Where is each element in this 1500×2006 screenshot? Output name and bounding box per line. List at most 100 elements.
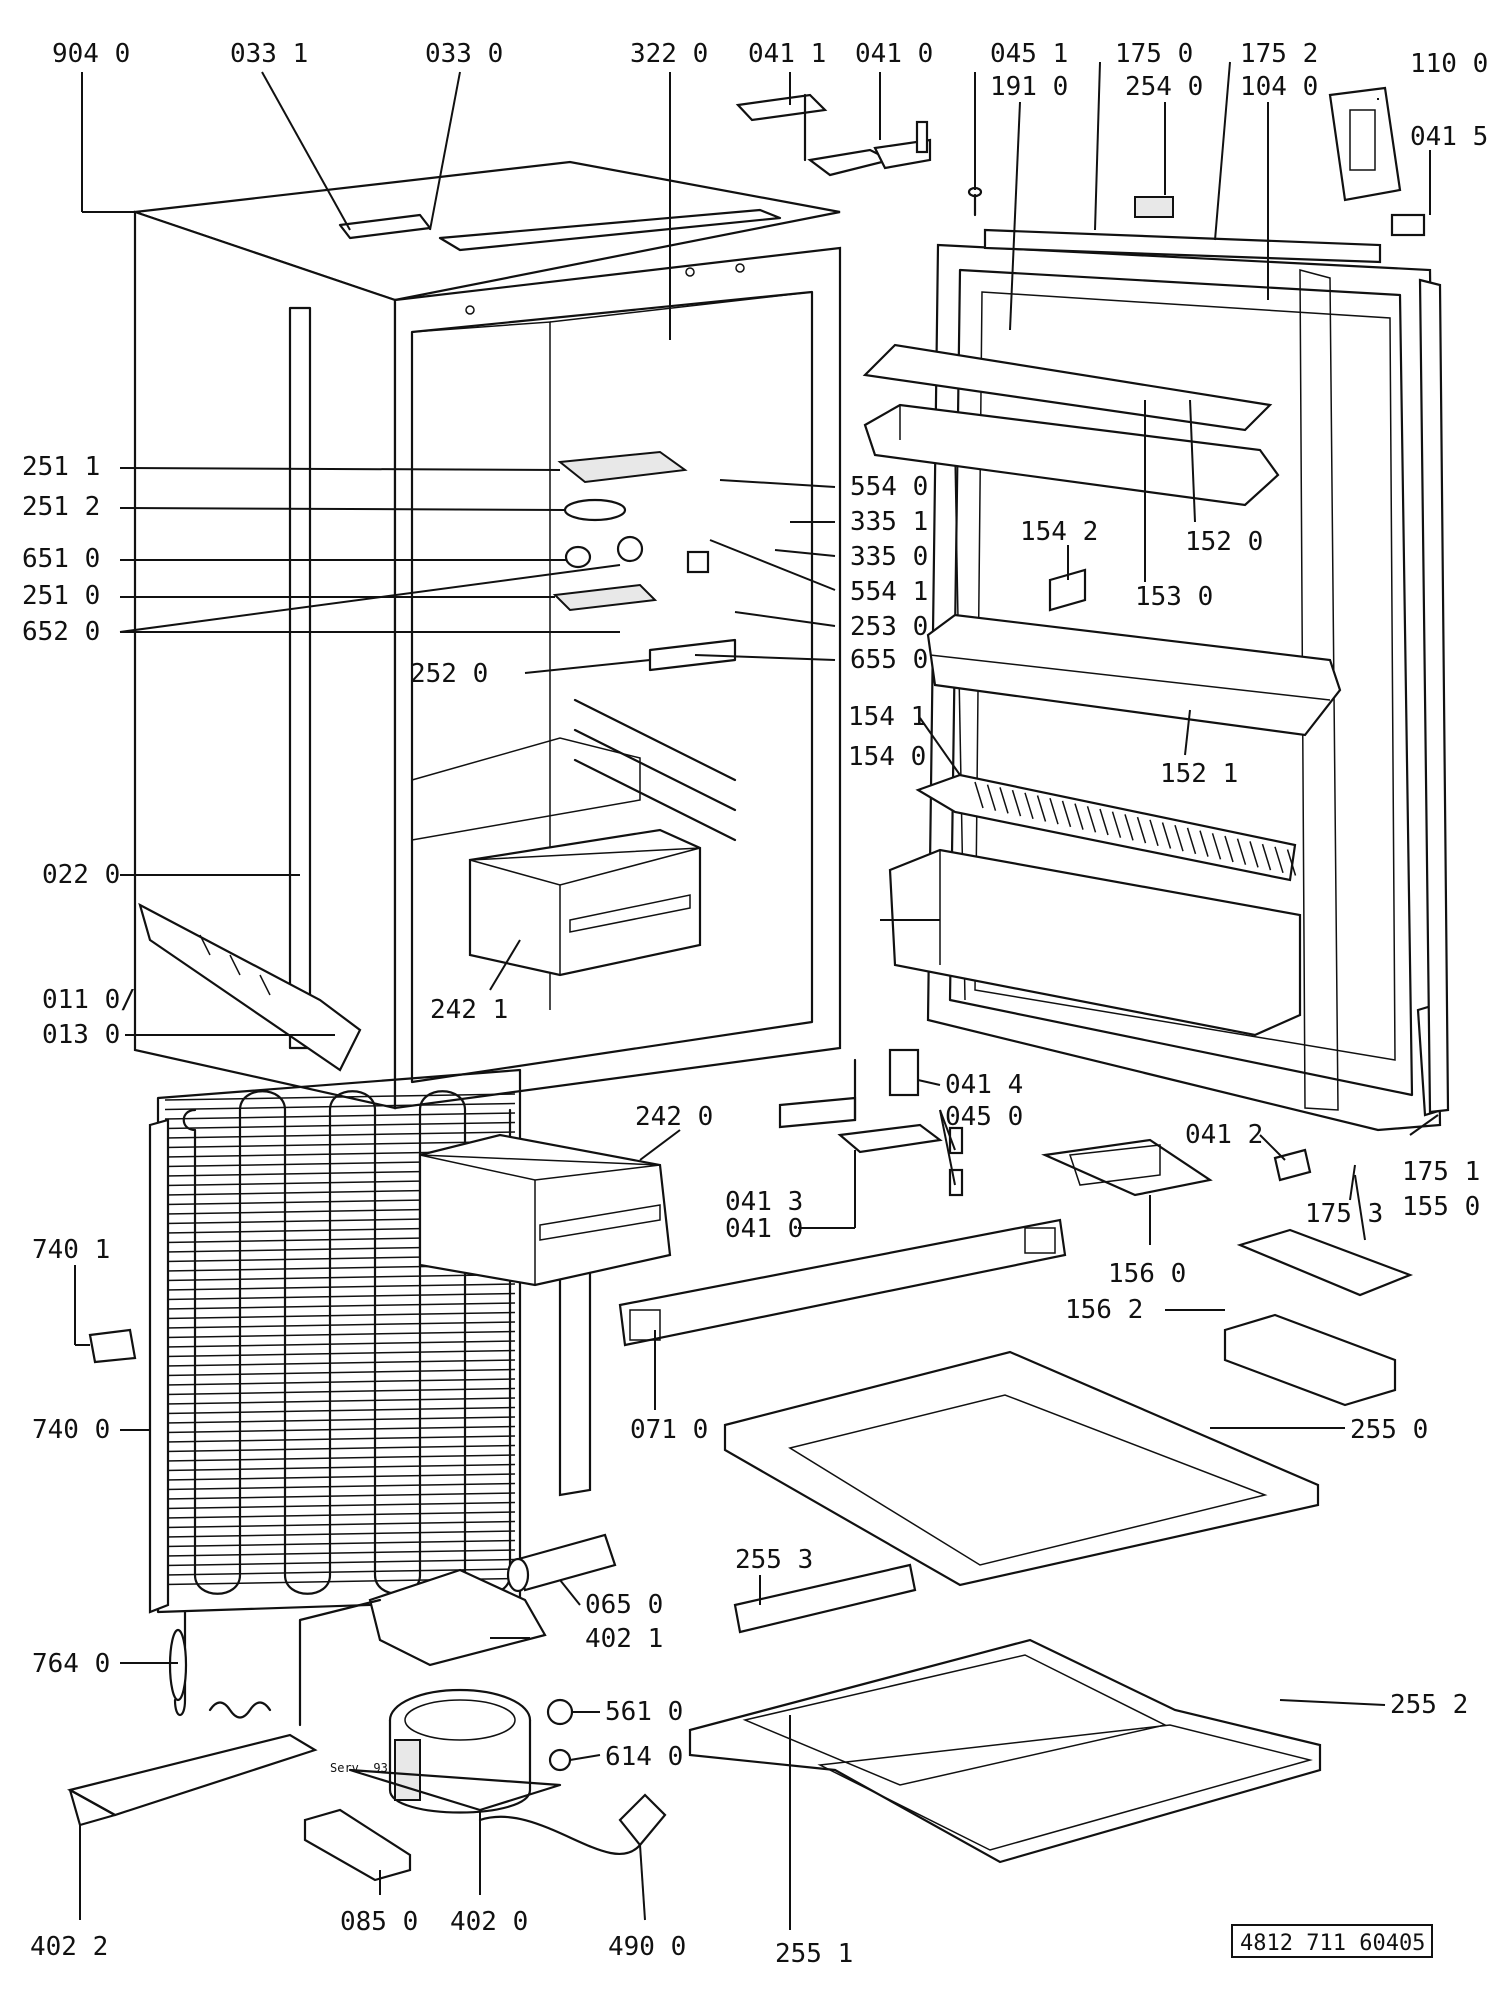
grate-bar <box>1186 827 1197 855</box>
label-045-1: 045 1 <box>990 39 1068 69</box>
label-191-0: 191 0 <box>990 72 1068 102</box>
condenser-fin <box>164 1330 516 1339</box>
condenser-fin <box>164 1292 516 1301</box>
condenser-fin <box>164 1102 516 1111</box>
label-655-0: 655 0 <box>850 645 928 675</box>
condenser-fin <box>164 1473 516 1481</box>
label-253-0: 253 0 <box>850 612 928 642</box>
label-013-0: 013 0 <box>42 1020 120 1050</box>
label-071-0: 071 0 <box>630 1415 708 1445</box>
grate-bar <box>1074 803 1084 830</box>
label-041-5: 041 5 <box>1410 122 1488 152</box>
part-labels: 904 0 033 1 033 0 322 0 041 1 041 0 045 … <box>22 39 1488 1969</box>
condenser-fin <box>164 1416 516 1424</box>
condenser-fin <box>164 1359 516 1367</box>
label-154-1: 154 1 <box>848 702 926 732</box>
label-045-0: 045 0 <box>945 1102 1023 1132</box>
condenser-fin <box>164 1406 516 1415</box>
condenser-fin <box>164 1511 516 1519</box>
condenser-fin <box>164 1549 516 1557</box>
label-252-0: 252 0 <box>410 659 488 689</box>
condenser-fin <box>164 1435 516 1443</box>
label-154-0: 154 0 <box>848 742 926 772</box>
condenser-fin <box>164 1131 516 1139</box>
condenser-fin <box>164 1397 516 1405</box>
label-041-0: 041 0 <box>855 39 933 69</box>
label-175-2: 175 2 <box>1240 39 1318 69</box>
label-764-0: 764 0 <box>32 1649 110 1679</box>
condenser-fin <box>164 1444 516 1453</box>
label-402-1: 402 1 <box>585 1624 663 1654</box>
grate-bar <box>1086 806 1097 833</box>
condenser-fin <box>164 1302 516 1310</box>
label-322-0: 322 0 <box>630 39 708 69</box>
label-152-0: 152 0 <box>1185 527 1263 557</box>
condenser-fin <box>164 1349 516 1358</box>
grate-bar <box>1274 846 1284 874</box>
condenser-fin <box>164 1340 516 1348</box>
label-041-1: 041 1 <box>748 39 826 69</box>
label-154-2: 154 2 <box>1020 517 1098 547</box>
grate-bar <box>1024 792 1034 820</box>
label-255-3: 255 3 <box>735 1545 813 1575</box>
label-740-0: 740 0 <box>32 1415 110 1445</box>
label-335-1: 335 1 <box>850 507 928 537</box>
label-153-0: 153 0 <box>1135 582 1213 612</box>
grate-bar <box>1224 835 1234 863</box>
grate-bar <box>1036 795 1047 822</box>
label-740-1: 740 1 <box>32 1235 110 1265</box>
condenser-fin <box>164 1558 516 1567</box>
condenser-fin <box>164 1454 516 1462</box>
condenser-fin <box>164 1321 516 1329</box>
grate-bar <box>1049 797 1059 825</box>
label-156-2: 156 2 <box>1065 1295 1143 1325</box>
condenser-fin <box>164 1492 516 1500</box>
label-251-2: 251 2 <box>22 492 100 522</box>
label-175-3: 175 3 <box>1305 1199 1383 1229</box>
grate-bar <box>1149 819 1159 847</box>
grate-bar <box>1199 830 1209 857</box>
label-904-0: 904 0 <box>52 39 130 69</box>
label-335-0: 335 0 <box>850 542 928 572</box>
grate-bar <box>1261 843 1272 871</box>
label-251-0: 251 0 <box>22 581 100 611</box>
label-110-0: 110 0 <box>1410 49 1488 79</box>
label-402-0: 402 0 <box>450 1907 528 1937</box>
condenser-fin <box>164 1273 516 1282</box>
hinge-parts <box>735 86 1426 1197</box>
condenser-fin <box>164 1378 516 1386</box>
condenser-fin <box>164 1425 516 1434</box>
label-242-1: 242 1 <box>430 995 508 1025</box>
label-175-0: 175 0 <box>1115 39 1193 69</box>
label-041-0-lower: 041 0 <box>725 1214 803 1244</box>
leader-lines <box>74 61 1439 1930</box>
label-255-1: 255 1 <box>775 1939 853 1969</box>
label-041-2: 041 2 <box>1185 1120 1263 1150</box>
label-490-0: 490 0 <box>608 1932 686 1962</box>
condenser-fin <box>164 1501 516 1510</box>
condenser-fin <box>164 1482 516 1491</box>
condenser-fin <box>164 1530 516 1538</box>
label-251-1: 251 1 <box>22 452 100 482</box>
condenser-fin <box>164 1311 516 1320</box>
label-402-2: 402 2 <box>30 1932 108 1962</box>
condenser-fin <box>164 1539 516 1548</box>
label-242-0: 242 0 <box>635 1102 713 1132</box>
grate-bar <box>1061 800 1072 828</box>
label-554-1: 554 1 <box>850 577 928 607</box>
label-156-0: 156 0 <box>1108 1259 1186 1289</box>
grate-bar <box>1174 824 1184 852</box>
condenser-fin <box>164 1387 516 1396</box>
grate-bar <box>1211 833 1222 860</box>
label-614-0: 614 0 <box>605 1742 683 1772</box>
grate-bar <box>1111 811 1122 838</box>
label-065-0: 065 0 <box>585 1590 663 1620</box>
label-041-4: 041 4 <box>945 1070 1023 1100</box>
door-assembly <box>862 228 1450 1132</box>
label-254-0: 254 0 <box>1125 72 1203 102</box>
label-085-0: 085 0 <box>340 1907 418 1937</box>
drawer-242-0 <box>418 1133 672 1287</box>
grate-bar <box>999 787 1009 814</box>
grate-bar <box>986 784 997 811</box>
label-652-0: 652 0 <box>22 617 100 647</box>
